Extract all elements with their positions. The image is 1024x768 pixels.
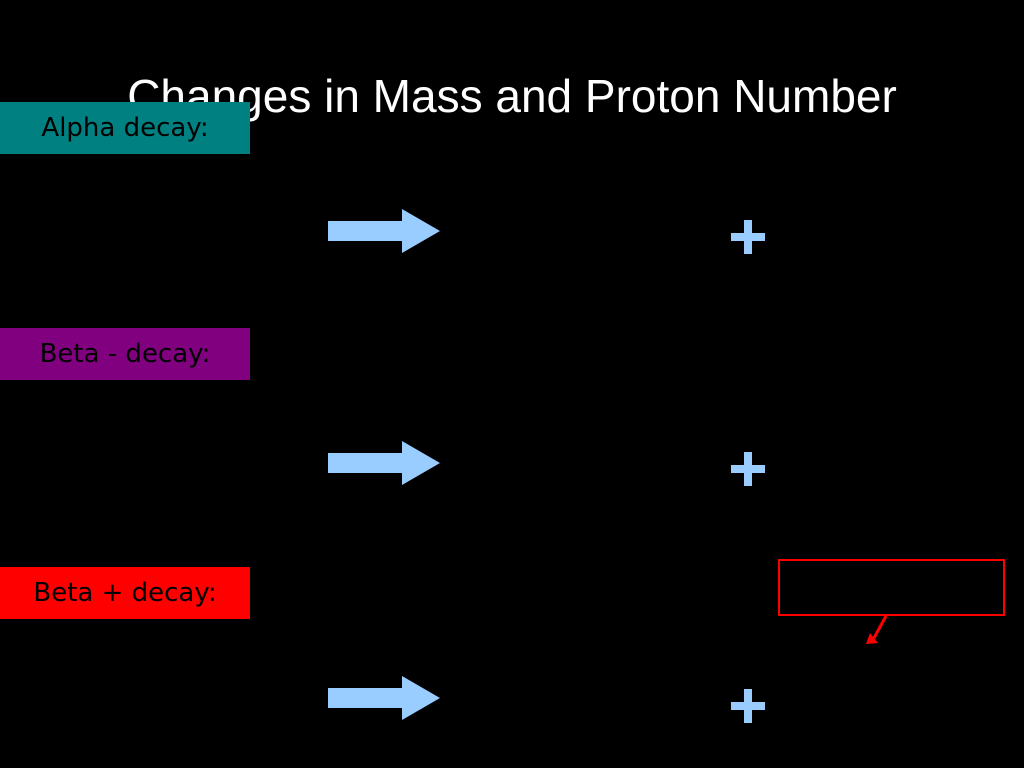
alpha-plus-icon [731, 220, 765, 254]
beta-minus-reaction-arrow-icon [328, 441, 440, 485]
beta-plus-decay-label: Beta + decay: [0, 567, 250, 619]
highlight-box [778, 559, 1005, 616]
beta-minus-decay-label: Beta - decay: [0, 328, 250, 380]
slide-title: Changes in Mass and Proton Number [127, 70, 897, 122]
beta-plus-reaction-arrow-icon [328, 676, 440, 720]
beta-plus-plus-icon [731, 689, 765, 723]
red-arrow-icon [866, 615, 888, 644]
alpha-decay-label: Alpha decay: [0, 102, 250, 154]
beta-minus-plus-icon [731, 452, 765, 486]
alpha-reaction-arrow-icon [328, 209, 440, 253]
